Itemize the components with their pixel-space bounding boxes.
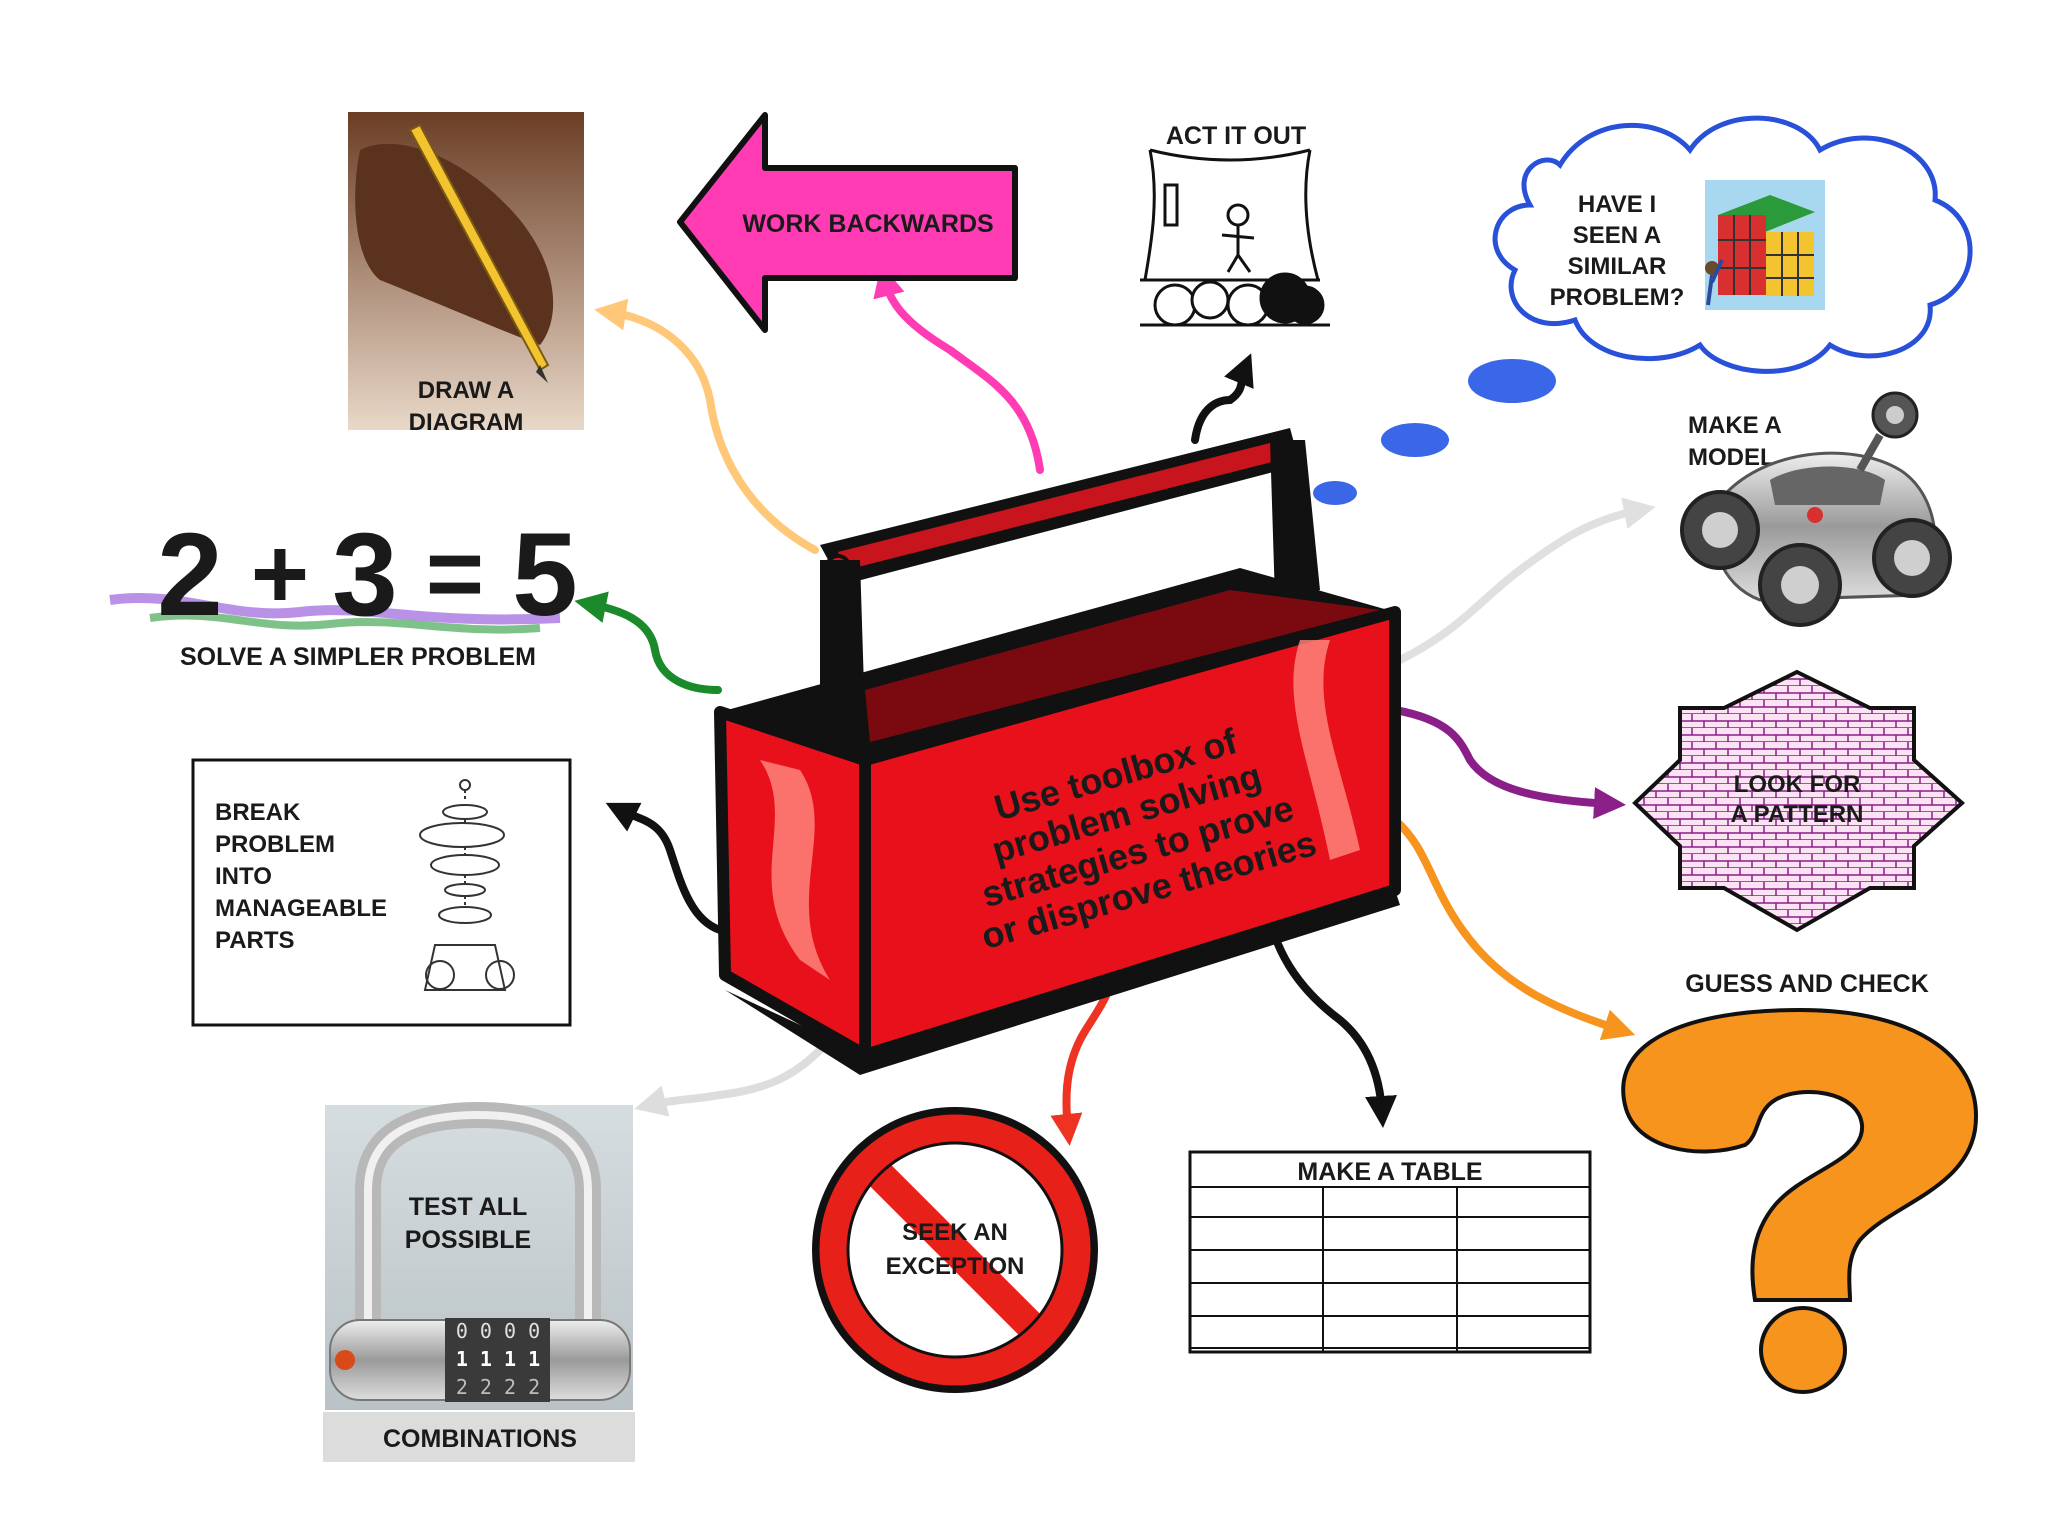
similar-problem-label-2: SEEN A bbox=[1573, 222, 1661, 249]
draw-diagram-node: DRAW A DIAGRAM bbox=[348, 112, 584, 436]
arrow-to-act-it-out bbox=[1191, 353, 1254, 444]
equation-digit-5: 5 bbox=[512, 509, 578, 641]
toy-car-icon bbox=[1680, 391, 1952, 627]
break-problem-label-3: INTO bbox=[215, 863, 272, 890]
simpler-problem-label: SOLVE A SIMPLER PROBLEM bbox=[180, 643, 536, 671]
dial-row-1: 1 1 1 1 bbox=[456, 1347, 540, 1371]
make-table-label: MAKE A TABLE bbox=[1297, 1158, 1482, 1186]
break-problem-node: BREAK PROBLEM INTO MANAGEABLE PARTS bbox=[191, 758, 572, 1027]
seek-exception-label-2: EXCEPTION bbox=[886, 1253, 1025, 1280]
guess-check-label: GUESS AND CHECK bbox=[1685, 970, 1929, 998]
thought-bubble-large bbox=[1468, 359, 1556, 403]
work-backwards-label: WORK BACKWARDS bbox=[742, 210, 993, 238]
act-it-out-node: ACT IT OUT bbox=[1140, 122, 1330, 327]
similar-problem-node: HAVE I SEEN A SIMILAR PROBLEM? bbox=[1313, 115, 1973, 505]
arrow-to-draw-diagram bbox=[594, 298, 819, 554]
left-arrow-icon bbox=[677, 112, 1018, 333]
arrow-to-simpler-problem bbox=[574, 591, 722, 694]
arrow-to-make-model bbox=[1396, 497, 1656, 664]
equation-equals: = bbox=[426, 518, 484, 630]
arrow-to-test-combinations bbox=[634, 1046, 824, 1117]
equation-digit-3: 3 bbox=[332, 509, 398, 641]
brick-star-shape bbox=[1632, 669, 1965, 933]
break-problem-label-5: PARTS bbox=[215, 927, 295, 954]
dial-row-2: 2 2 2 2 bbox=[456, 1375, 540, 1399]
seek-exception-node: SEEK AN EXCEPTION bbox=[812, 1107, 1098, 1393]
similar-problem-label-3: SIMILAR bbox=[1568, 253, 1667, 280]
similar-problem-label-4: PROBLEM? bbox=[1550, 284, 1685, 311]
work-backwards-node: WORK BACKWARDS bbox=[677, 112, 1018, 333]
make-table-node: MAKE A TABLE bbox=[1188, 1150, 1592, 1354]
test-combinations-label-2: POSSIBLE bbox=[405, 1226, 531, 1254]
make-model-label-2: MODEL bbox=[1688, 444, 1775, 471]
look-pattern-node: LOOK FOR A PATTERN bbox=[1632, 669, 1965, 933]
break-problem-label-1: BREAK bbox=[215, 799, 301, 826]
look-pattern-label-2: A PATTERN bbox=[1731, 801, 1864, 828]
test-combinations-node: 0 0 0 0 1 1 1 1 2 2 2 2 TEST ALL POSSIBL… bbox=[323, 1101, 635, 1462]
guess-check-node: GUESS AND CHECK bbox=[1621, 970, 1978, 1394]
seek-exception-label-1: SEEK AN bbox=[902, 1219, 1008, 1246]
dial-row-0: 0 0 0 0 bbox=[456, 1319, 540, 1343]
arrow-to-look-pattern bbox=[1391, 706, 1626, 820]
similar-problem-label-1: HAVE I bbox=[1578, 191, 1656, 218]
table-grid-icon bbox=[1190, 1186, 1590, 1352]
equation-plus: + bbox=[251, 518, 309, 630]
look-pattern-label-1: LOOK FOR bbox=[1734, 771, 1861, 798]
rubik-cube-icon bbox=[1705, 180, 1825, 310]
combinations-caption: COMBINATIONS bbox=[383, 1425, 577, 1453]
question-mark-icon bbox=[1621, 1007, 1978, 1394]
act-it-out-label: ACT IT OUT bbox=[1166, 122, 1306, 150]
draw-diagram-label-2: DIAGRAM bbox=[409, 409, 524, 436]
theater-stage-icon bbox=[1140, 148, 1330, 327]
arrow-to-guess-check bbox=[1391, 816, 1636, 1041]
break-problem-label-2: PROBLEM bbox=[215, 831, 335, 858]
draw-diagram-label-1: DRAW A bbox=[418, 377, 514, 404]
thought-bubble-small bbox=[1313, 481, 1357, 505]
equation-digit-2: 2 bbox=[157, 509, 223, 641]
make-model-label-1: MAKE A bbox=[1688, 412, 1782, 439]
thought-bubble-medium bbox=[1381, 423, 1449, 457]
simpler-problem-node: 2 + 3 = 5 SOLVE A SIMPLER PROBLEM bbox=[109, 509, 578, 671]
test-combinations-label-1: TEST ALL bbox=[409, 1193, 528, 1221]
exploded-parts-icon bbox=[419, 779, 515, 991]
break-problem-label-4: MANAGEABLE bbox=[215, 895, 387, 922]
make-model-node: MAKE A MODEL bbox=[1680, 391, 1952, 627]
arrow-to-break-problem bbox=[605, 802, 724, 934]
arrow-to-work-backwards bbox=[873, 264, 1044, 474]
toolbox: Use toolbox of problem solving strategie… bbox=[714, 428, 1401, 1075]
